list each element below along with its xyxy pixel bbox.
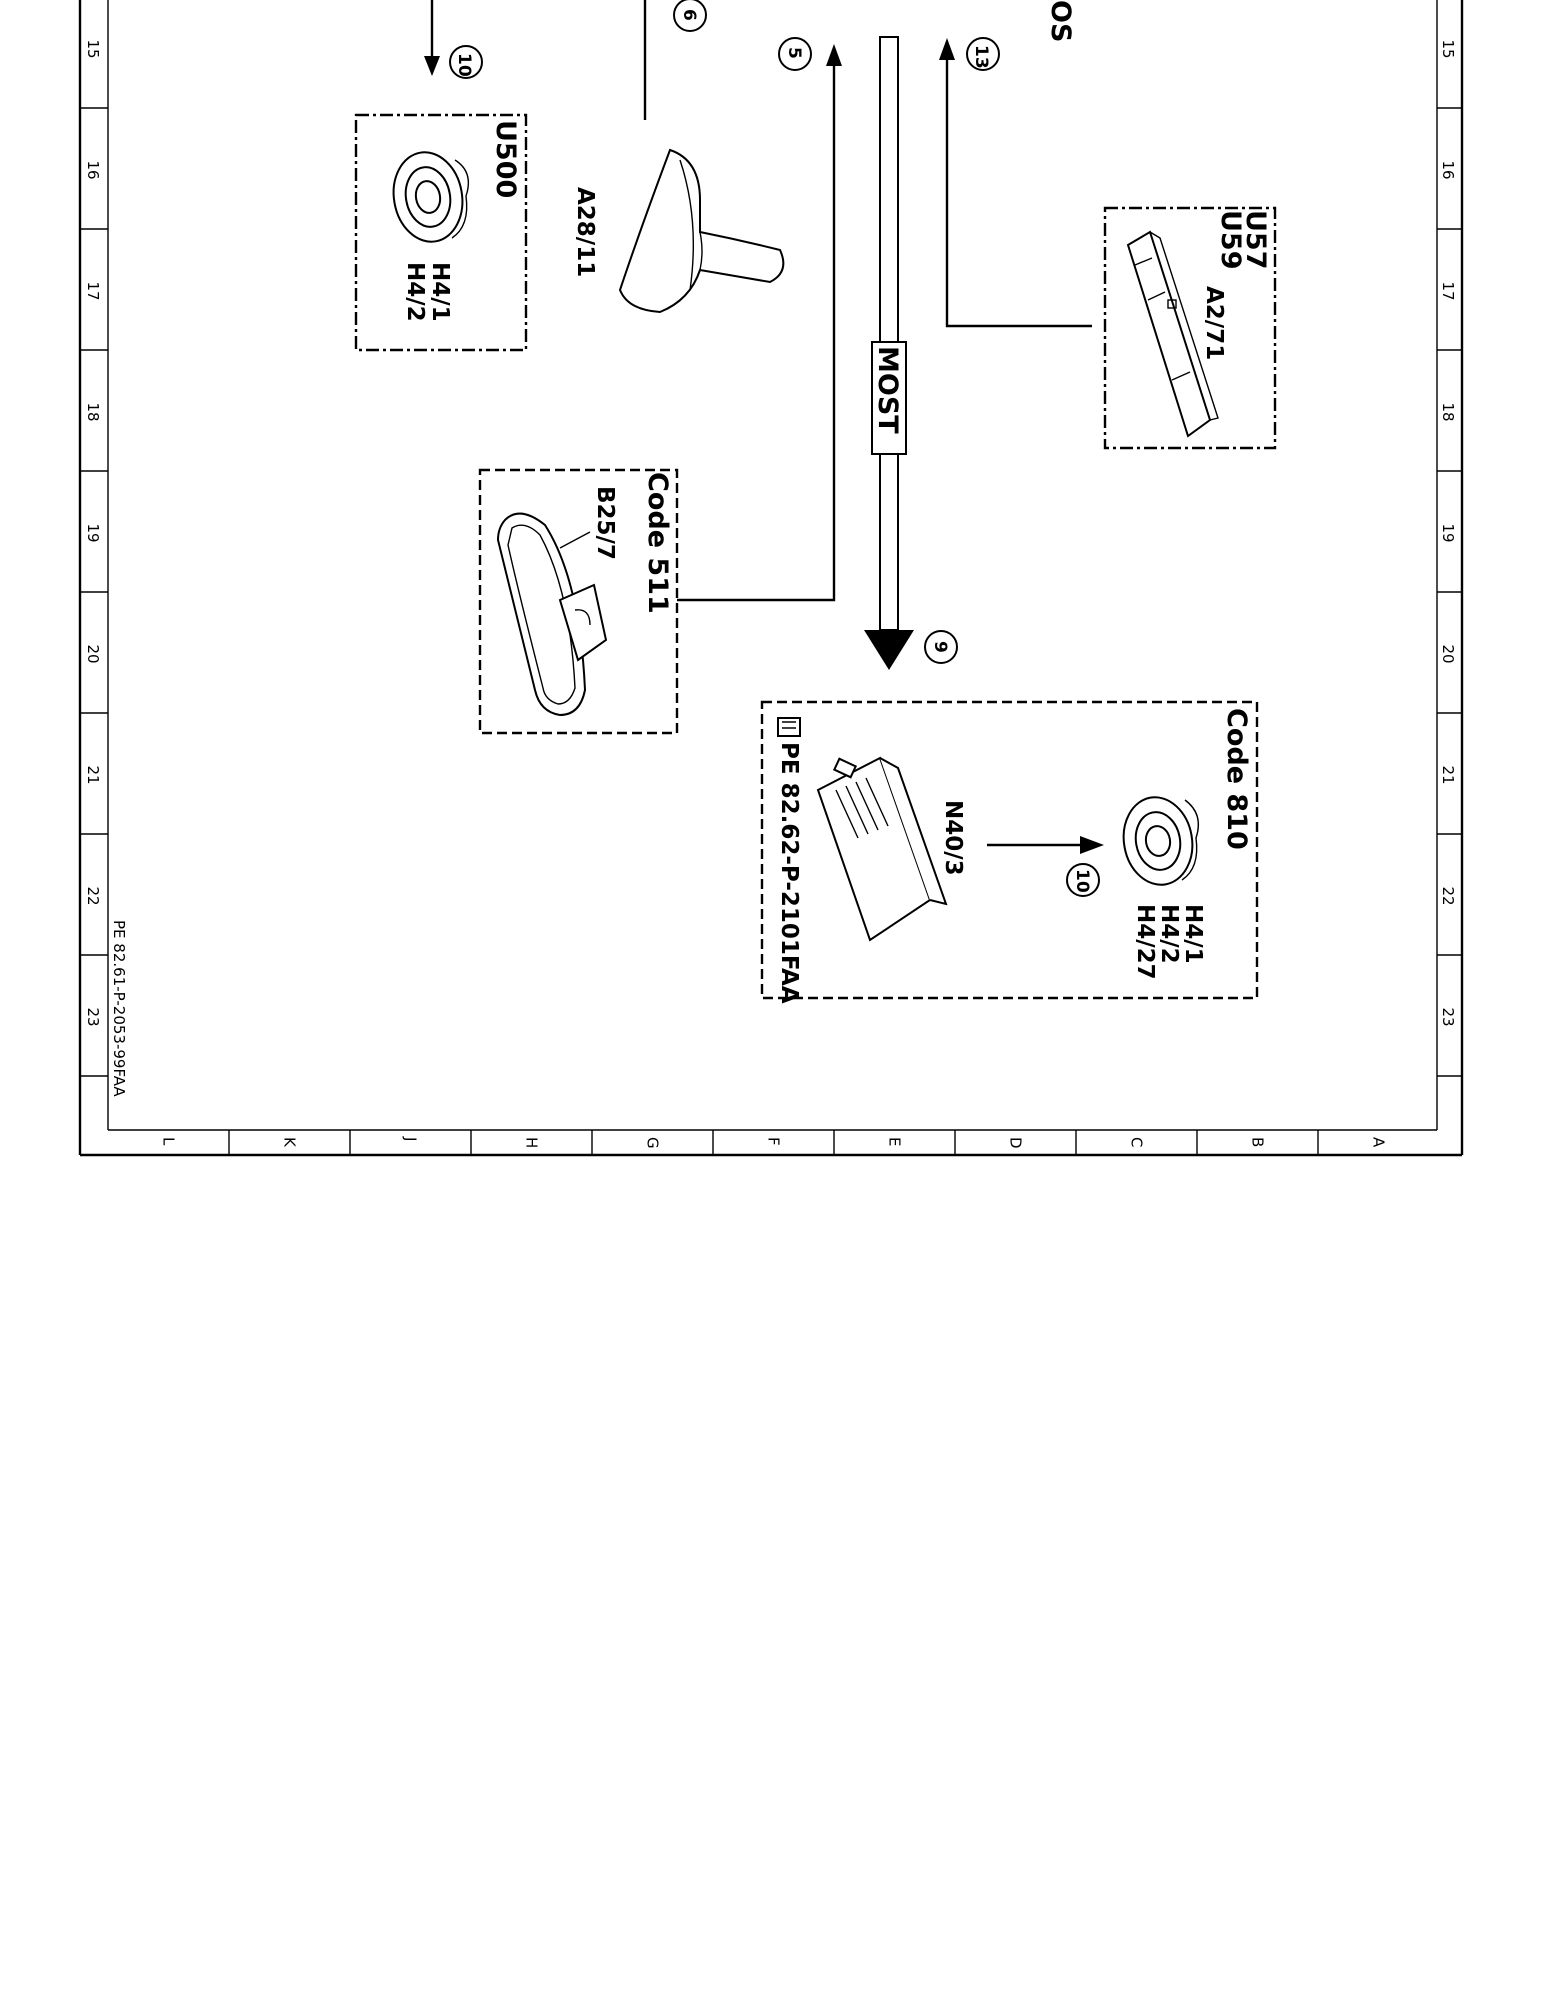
connector-marker-10-top: 10	[449, 45, 483, 79]
row-label-left: 22	[84, 887, 102, 906]
column-label: K	[281, 1137, 299, 1148]
column-label: A	[1370, 1137, 1388, 1148]
column-label: J	[402, 1136, 420, 1141]
wire-to-connector-5	[700, 44, 842, 602]
svg-text:10: 10	[454, 53, 474, 77]
code-810-component-2: H4/2	[1156, 904, 1182, 964]
svg-text:10: 10	[1072, 869, 1092, 893]
group-u59-label: U59	[1215, 210, 1246, 270]
drawing-frame	[78, 0, 1464, 1157]
antenna-label: A28/11	[572, 187, 598, 277]
svg-text:13: 13	[971, 45, 991, 69]
row-labels-right: 15 16 17 18 19 20 21 22 23	[1439, 40, 1457, 1027]
row-label-right: 22	[1439, 887, 1457, 906]
column-label: L	[160, 1137, 178, 1146]
row-label-left: 23	[84, 1008, 102, 1027]
column-label: G	[644, 1137, 662, 1149]
row-label-right: 23	[1439, 1008, 1457, 1027]
antenna-a28-11: A28/11	[572, 148, 785, 314]
rearview-mirror-icon	[496, 512, 608, 717]
row-labels-left: 15 16 17 18 19 20 21 22 23	[84, 40, 102, 1027]
connector-marker-5: 5	[778, 37, 812, 71]
connector-marker-13: 13	[966, 37, 1000, 71]
column-label: D	[1007, 1137, 1025, 1149]
control-module-icon	[1126, 230, 1219, 438]
arrow-to-connector-10	[424, 0, 440, 76]
code-511-component-label: B25/7	[592, 486, 618, 560]
amplifier-icon	[816, 756, 948, 942]
reference-hand-icon	[777, 717, 801, 737]
most-bus-label: MOST	[872, 346, 903, 434]
most-bus: MOST	[864, 36, 914, 670]
row-label-left: 16	[84, 161, 102, 180]
row-label-left: 18	[84, 403, 102, 422]
group-u500: U500 H4/1 H4/2	[354, 113, 528, 352]
row-label-left: 19	[84, 524, 102, 543]
row-label-left: 20	[84, 645, 102, 664]
row-label-right: 18	[1439, 403, 1457, 422]
code-810-component-3: H4/27	[1132, 904, 1158, 980]
wire-to-connector-13	[939, 38, 1092, 328]
group-code-511-label: Code 511	[642, 472, 673, 614]
svg-text:9: 9	[930, 641, 950, 653]
column-label: F	[765, 1137, 783, 1146]
row-label-right: 19	[1439, 524, 1457, 543]
svg-text:6: 6	[679, 9, 699, 21]
row-label-right: 21	[1439, 766, 1457, 785]
group-code-810-label: Code 810	[1221, 708, 1252, 850]
u500-component-2: H4/2	[402, 262, 428, 322]
row-label-left: 15	[84, 40, 102, 59]
title-fragment: OS	[1045, 0, 1076, 42]
group-u57-label: U57	[1240, 210, 1271, 270]
group-u57-u59-component: A2/71	[1201, 286, 1227, 360]
speaker-icon	[392, 151, 470, 243]
code-810-unit-label: N40/3	[940, 800, 966, 876]
group-u500-label: U500	[490, 120, 521, 198]
group-u57-u59: U57 U59 A2/71	[1103, 206, 1277, 450]
row-label-left: 17	[84, 282, 102, 301]
code-810-reference: PE 82.62-P-2101FAA	[776, 742, 802, 1004]
column-label: C	[1128, 1137, 1146, 1147]
column-label: B	[1249, 1137, 1267, 1147]
connector-marker-6: 6	[673, 0, 707, 32]
arrow-to-speaker	[987, 836, 1104, 854]
row-label-right: 20	[1439, 645, 1457, 664]
svg-text:5: 5	[784, 47, 804, 59]
group-code-810: Code 810 H4/1 H4/2 H4/27 10 N40/3	[760, 700, 1259, 1004]
row-label-left: 21	[84, 766, 102, 785]
group-code-511: Code 511 B25/7	[478, 468, 700, 735]
connector-marker-10-inner: 10	[1066, 863, 1100, 897]
row-label-right: 16	[1439, 161, 1457, 180]
column-label: E	[886, 1137, 904, 1146]
u500-component-1: H4/1	[427, 262, 453, 322]
speaker-icon-2	[1122, 796, 1200, 886]
row-label-right: 15	[1439, 40, 1457, 59]
column-label: H	[523, 1137, 541, 1148]
drawing-reference: PE 82.61-P-2053-99FAA	[110, 920, 128, 1097]
row-label-right: 17	[1439, 282, 1457, 301]
code-810-component-1: H4/1	[1180, 904, 1206, 964]
connector-marker-9: 9	[924, 630, 958, 664]
